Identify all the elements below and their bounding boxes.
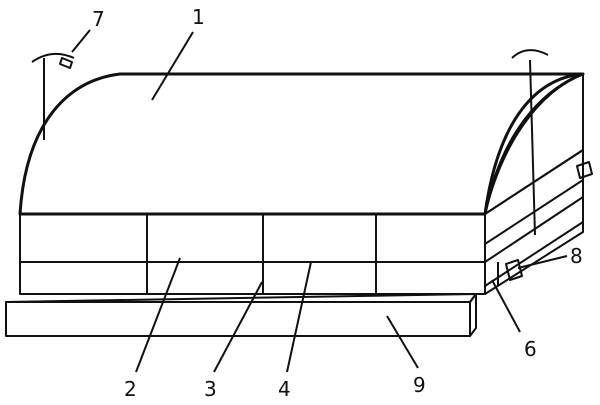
inner-panel-4 (262, 261, 377, 295)
handle-block-8 (505, 259, 523, 281)
leader-8 (517, 255, 568, 269)
left-hinge-arc (31, 52, 75, 63)
bottom-rail-top (5, 293, 477, 303)
handle-block-top (576, 161, 593, 179)
left-hinge-clip (59, 57, 73, 69)
label-8: 8 (570, 244, 583, 268)
leader-6 (491, 279, 521, 333)
label-4: 4 (278, 377, 291, 401)
base-box-front (19, 213, 486, 295)
label-1: 1 (192, 5, 205, 29)
leader-2 (135, 257, 181, 373)
leader-3 (213, 281, 263, 373)
label-9: 9 (413, 373, 426, 397)
bottom-rail-end (469, 293, 477, 337)
dome-cover (18, 72, 585, 216)
door-rod (529, 59, 536, 236)
label-6: 6 (524, 337, 537, 361)
label-3: 3 (204, 377, 217, 401)
leader-7 (71, 29, 91, 53)
leader-4 (286, 261, 312, 373)
label-7: 7 (92, 7, 105, 31)
bottom-rail (5, 301, 471, 337)
leader-1 (151, 31, 194, 101)
leader-9 (386, 315, 419, 369)
side-line-d (484, 221, 584, 287)
right-hinge-arc (511, 49, 549, 59)
label-2: 2 (124, 377, 137, 401)
